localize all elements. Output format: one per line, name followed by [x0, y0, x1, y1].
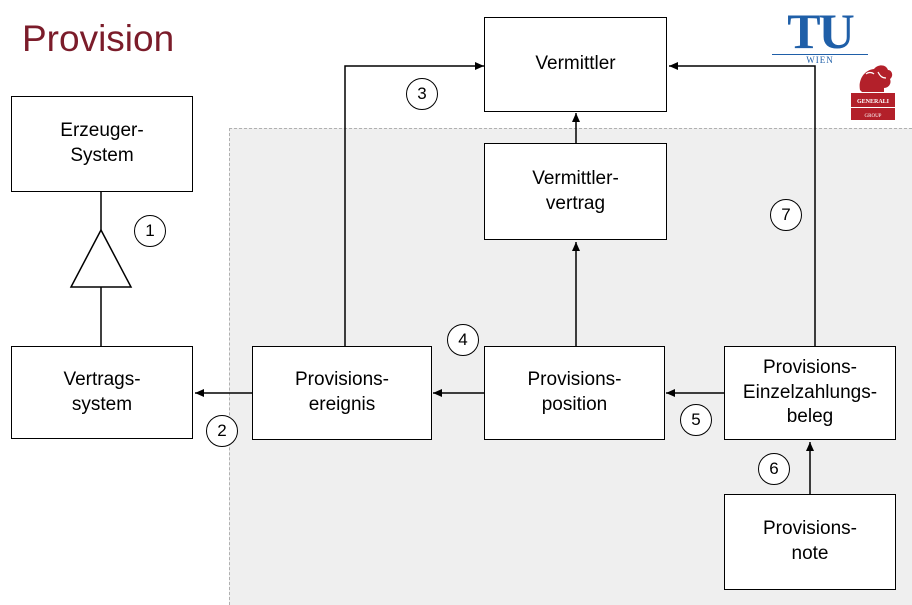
erzeuger-system-box: Erzeuger- System	[11, 96, 193, 192]
vermittler-box: Vermittler	[484, 17, 667, 112]
provisionsposition-box: Provisions- position	[484, 346, 665, 440]
tu-wien-logo: TU WIEN	[772, 3, 868, 66]
marker-6: 6	[758, 453, 790, 485]
inheritance-triangle	[69, 228, 133, 288]
provisionsnote-box: Provisions- note	[724, 494, 896, 590]
arrow-ereignis-vermittler	[344, 62, 484, 346]
svg-text:GENERALI: GENERALI	[857, 99, 890, 105]
marker-3: 3	[406, 78, 438, 110]
tu-logo-text: TU	[787, 3, 854, 59]
vertragssystem-box: Vertrags- system	[11, 346, 193, 439]
marker-4: 4	[447, 324, 479, 356]
marker-7: 7	[770, 199, 802, 231]
tu-logo-subtext: WIEN	[806, 55, 834, 65]
arrow-beleg-vermittler	[669, 62, 816, 346]
vermittlervertrag-box: Vermittler- vertrag	[484, 143, 667, 240]
tu-logo-rule	[772, 54, 868, 55]
marker-1: 1	[134, 215, 166, 247]
svg-text:GROUP: GROUP	[865, 114, 882, 119]
page-title: Provision	[22, 18, 175, 59]
marker-5: 5	[680, 404, 712, 436]
generali-logo: GENERALI GROUP	[848, 60, 898, 124]
provisionsereignis-box: Provisions- ereignis	[252, 346, 432, 440]
einzelzahlungsbeleg-box: Provisions- Einzelzahlungs- beleg	[724, 346, 896, 440]
marker-2: 2	[206, 415, 238, 447]
